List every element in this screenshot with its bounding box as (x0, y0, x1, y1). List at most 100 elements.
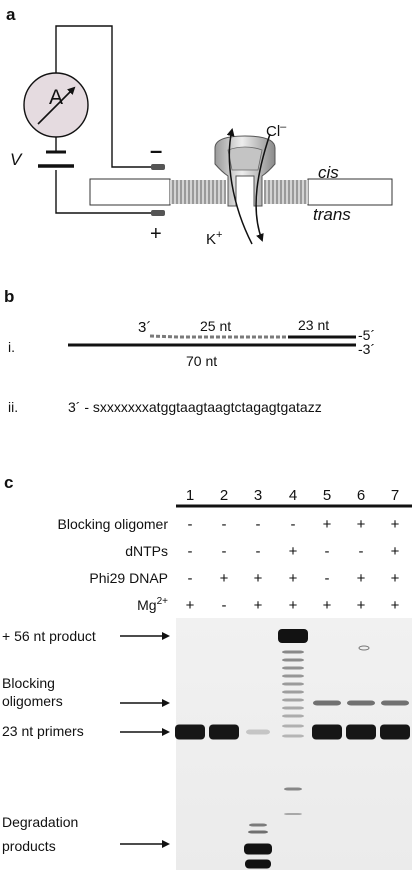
gel-band (282, 724, 304, 728)
condition-sign: - (325, 543, 330, 560)
gel-band (246, 729, 270, 735)
ammeter-icon: A (23, 72, 89, 138)
lipid-bilayer-left (170, 180, 226, 204)
chloride-arrow (226, 128, 253, 245)
label-70nt: 70 nt (186, 353, 217, 369)
plus-sign: + (150, 223, 162, 245)
primer-25nt-strand (149, 334, 288, 339)
condition-sign: + (391, 516, 400, 533)
gel-band (209, 724, 239, 740)
condition-sign: - (359, 543, 364, 560)
three-prime-end-label: -3´ (358, 341, 375, 357)
blocking-band-label-line1: Blocking (2, 675, 55, 691)
condition-sign: - (188, 543, 193, 560)
condition-sign: - (188, 516, 193, 533)
condition-sign: + (289, 543, 298, 560)
condition-sign: - (256, 516, 261, 533)
condition-sign: + (186, 597, 195, 614)
three-prime-top-label: 3´ (138, 319, 151, 336)
condition-sign: + (289, 570, 298, 587)
gel-band (312, 724, 342, 740)
potassium-label: K+ (206, 229, 222, 248)
gel-band (282, 690, 304, 694)
gel-band (347, 700, 375, 706)
condition-sign: - (256, 543, 261, 560)
gel-band (346, 724, 376, 740)
lane-number: 5 (323, 487, 331, 504)
gel-band (278, 629, 308, 643)
battery-icon (38, 150, 74, 168)
condition-sign: + (289, 597, 298, 614)
voltage-label: V (10, 150, 23, 169)
lane-number: 2 (220, 487, 228, 504)
trans-label: trans (313, 205, 351, 224)
cis-label: cis (318, 163, 339, 182)
degradation-band-label-line1: Degradation (2, 814, 78, 830)
condition-rows: Blocking oligomer----+++dNTPs---+--+Phi2… (58, 516, 400, 614)
gel-band (245, 859, 271, 869)
condition-label: dNTPs (125, 543, 168, 559)
gel-band (249, 823, 267, 827)
gel-artifact (358, 645, 370, 651)
degradation-band-label-line2: products (2, 838, 56, 854)
condition-label: Phi29 DNAP (89, 570, 168, 586)
row-ii-label: ii. (8, 399, 18, 415)
gel-band (381, 700, 409, 706)
panel-a: a A V – + (6, 5, 393, 248)
lipid-bilayer-right (264, 180, 308, 204)
potassium-arrow (255, 133, 271, 242)
membrane-support-left (89, 178, 171, 206)
condition-sign: + (323, 597, 332, 614)
gel-band (313, 700, 341, 706)
gel-band (282, 658, 304, 662)
label-25nt: 25 nt (200, 318, 231, 334)
ammeter-label: A (49, 86, 63, 109)
row-i-label: i. (8, 339, 15, 355)
five-prime-end-label: -5´ (358, 327, 375, 343)
lane-number: 7 (391, 487, 399, 504)
chloride-label: Cl– (266, 121, 287, 140)
gel-band (248, 830, 268, 834)
condition-sign: + (323, 516, 332, 533)
gel-band (282, 666, 304, 670)
product-band-label: + 56 nt product (2, 628, 96, 644)
condition-sign: - (325, 570, 330, 587)
gel-image (176, 618, 412, 870)
gel-band (175, 724, 205, 740)
negative-electrode (151, 164, 165, 170)
lane-number: 6 (357, 487, 365, 504)
gel-band (282, 698, 304, 702)
condition-label: Mg2+ (137, 596, 168, 613)
gel-band (282, 706, 304, 710)
gel-band (244, 843, 272, 855)
lane-number: 4 (289, 487, 297, 504)
label-23nt: 23 nt (298, 317, 329, 333)
gel-band (282, 650, 304, 654)
gel-band (282, 674, 304, 678)
gel-band (284, 787, 302, 791)
condition-sign: + (391, 543, 400, 560)
gel-band (282, 682, 304, 686)
condition-sign: + (357, 570, 366, 587)
panel-a-letter: a (6, 5, 16, 24)
primers-band-label: 23 nt primers (2, 723, 84, 739)
panel-b: b i. 3´ 25 nt 23 nt 70 nt -5´ -3´ ii. 3´… (4, 287, 375, 415)
gel-band (282, 734, 304, 738)
condition-sign: + (254, 597, 263, 614)
positive-electrode (151, 210, 165, 216)
blocking-band-label-line2: oligomers (2, 693, 63, 709)
condition-sign: - (291, 516, 296, 533)
panel-b-letter: b (4, 287, 14, 306)
lane-number: 1 (186, 487, 194, 504)
panel-c-letter: c (4, 473, 13, 492)
minus-sign: – (150, 138, 162, 163)
gel-bands (175, 629, 410, 869)
condition-sign: + (391, 570, 400, 587)
condition-sign: + (254, 570, 263, 587)
condition-sign: + (220, 570, 229, 587)
gel-band (284, 813, 302, 815)
sequence-text: 3´ - sxxxxxxxatggtaagtaagtctagagtgatazz (68, 399, 322, 415)
